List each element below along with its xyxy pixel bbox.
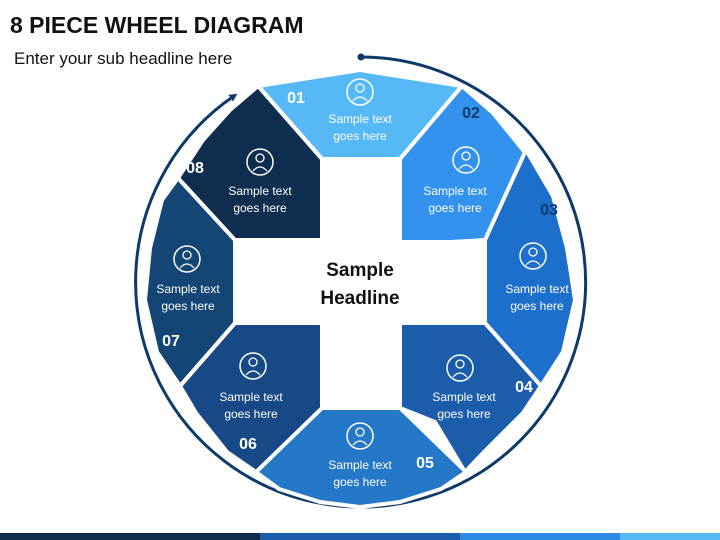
segment-text-line1: Sample text — [328, 458, 392, 472]
center-headline-line2: Headline — [320, 288, 399, 309]
segment-number: 01 — [287, 90, 305, 107]
segment-text-line1: Sample text — [423, 184, 487, 198]
bottom-bar-part-1 — [0, 533, 260, 540]
page-subtitle: Enter your sub headline here — [14, 49, 233, 68]
segment-number: 06 — [239, 436, 257, 453]
segment-text-line2: goes here — [333, 475, 387, 489]
person-certificate-icon — [173, 245, 201, 273]
segment-number: 03 — [540, 202, 558, 219]
segment-text-line2: goes here — [333, 129, 387, 143]
segment-text-line1: Sample text — [432, 390, 496, 404]
bottom-accent-bar — [0, 533, 720, 540]
page-title: 8 PIECE WHEEL DIAGRAM — [10, 12, 304, 38]
segment-number: 07 — [162, 333, 180, 350]
segment-number: 04 — [515, 379, 533, 396]
bottom-bar-part-3 — [460, 533, 620, 540]
person-question-box-icon — [239, 352, 267, 380]
segment-text-line2: goes here — [224, 407, 278, 421]
segment-text-line1: Sample text — [219, 390, 283, 404]
outer-ring-arrow — [134, 55, 588, 509]
segment-text-line2: goes here — [437, 407, 491, 421]
segment-number: 05 — [416, 455, 434, 472]
people-computer-icon — [346, 422, 374, 450]
segment-text-line1: Sample text — [505, 282, 569, 296]
lightbulb-gear-icon — [452, 146, 480, 174]
hand-lightbulb-icon — [519, 242, 547, 270]
hand-flag-icon — [446, 354, 474, 382]
segment-07: 07 Sample text goes here — [143, 176, 237, 388]
segment-number: 02 — [462, 105, 480, 122]
segment-text-line2: goes here — [428, 201, 482, 215]
segment-text-line1: Sample text — [156, 282, 220, 296]
segment-text-line1: Sample text — [228, 184, 292, 198]
formula-flask-icon — [346, 78, 374, 106]
segment-text-line1: Sample text — [328, 112, 392, 126]
segment-text-line2: goes here — [233, 201, 287, 215]
segment-text-line2: goes here — [161, 299, 215, 313]
segment-05: 05 Sample text goes here — [254, 406, 468, 509]
bottom-bar-part-4 — [620, 533, 720, 540]
segment-text-line2: goes here — [510, 299, 564, 313]
segment-number: 08 — [186, 160, 204, 177]
bottom-bar-part-2 — [260, 533, 460, 540]
center-cross — [235, 159, 485, 408]
business-gears-icon — [246, 148, 274, 176]
ring-start-dot — [357, 53, 365, 61]
center-headline-line1: Sample — [326, 260, 394, 281]
